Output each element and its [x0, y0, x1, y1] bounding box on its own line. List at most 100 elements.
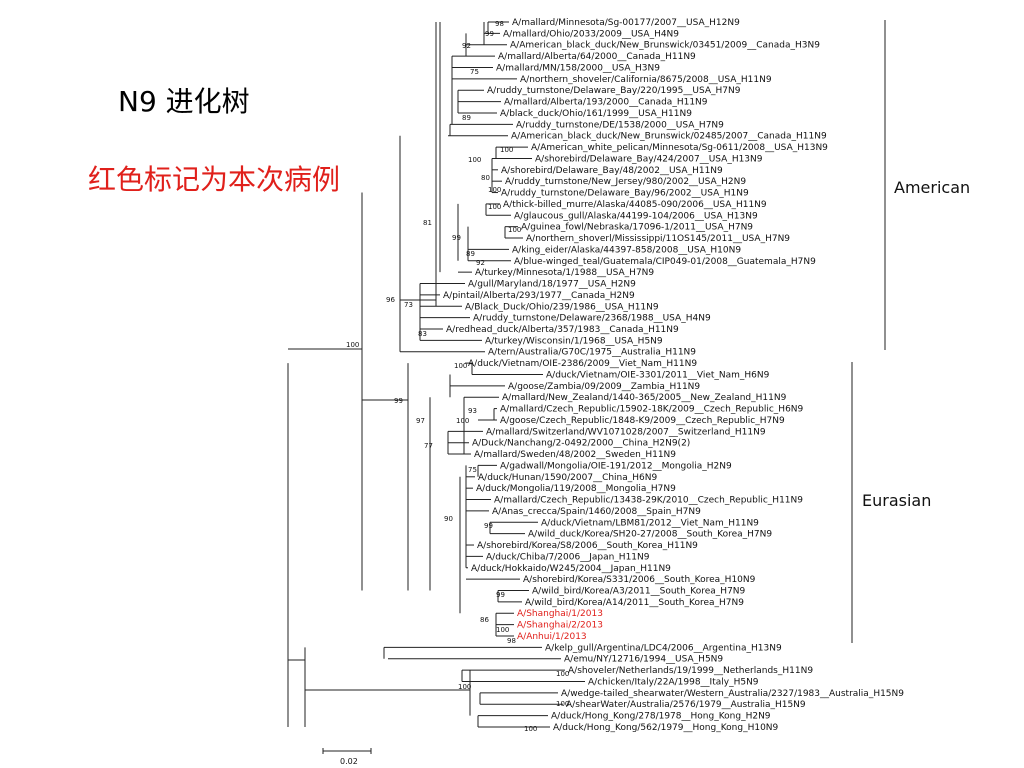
taxon-label: A/mallard/Minnesota/Sg-00177/2007__USA_H…	[512, 18, 740, 28]
bootstrap-value: 97	[416, 417, 425, 425]
taxon-label: A/mallard/Alberta/193/2000__Canada_H11N9	[504, 98, 708, 108]
taxon-label: A/shorebird/Delaware_Bay/48/2002__USA_H1…	[501, 166, 723, 176]
taxon-label: A/mallard/Czech_Republic/13438-29K/2010_…	[494, 496, 803, 506]
taxon-label: A/pintail/Alberta/293/1977__Canada_H2N9	[443, 291, 635, 301]
taxon-label: A/gadwall/Mongolia/OIE-191/2012__Mongoli…	[500, 461, 732, 471]
taxon-label: A/ruddy_turnstone/Delaware_Bay/220/1995_…	[487, 86, 741, 96]
bootstrap-values: 9899927589100100801001001009989928196738…	[346, 20, 569, 733]
taxon-label: A/redhead_duck/Alberta/357/1983__Canada_…	[446, 325, 679, 335]
taxon-label: A/tern/Australia/G70C/1975__Australia_H1…	[488, 348, 696, 358]
taxon-label: A/glaucous_gull/Alaska/44199-104/2006__U…	[514, 211, 758, 221]
highlight-note: 红色标记为本次病例	[88, 163, 341, 196]
taxon-label: A/guinea_fowl/Nebraska/17096-1/2011__USA…	[521, 223, 753, 233]
taxon-label: A/kelp_gull/Argentina/LDC4/2006__Argenti…	[545, 643, 782, 653]
taxon-label: A/goose/Zambia/09/2009__Zambia_H11N9	[508, 382, 700, 392]
bootstrap-value: 100	[556, 700, 569, 708]
taxon-label: A/Shanghai/1/2013	[517, 609, 603, 619]
bootstrap-value: 90	[444, 515, 453, 523]
taxon-label: A/Anas_crecca/Spain/1460/2008__Spain_H7N…	[492, 507, 701, 517]
taxon-label: A/wild_bird/Korea/A14/2011__South_Korea_…	[525, 598, 744, 608]
slide-title: N9 进化树	[118, 85, 250, 118]
tree-branches	[287, 21, 585, 728]
taxon-label: A/mallard/Ohio/2033/2009__USA_H4N9	[503, 29, 679, 39]
bootstrap-value: 81	[423, 219, 432, 227]
taxon-label: A/mallard/Switzerland/WV1071028/2007__Sw…	[486, 427, 766, 437]
taxon-label: A/gull/Maryland/18/1977__USA_H2N9	[468, 280, 636, 290]
taxon-label: A/ruddy_turnstone/DE/1538/2000__USA_H7N9	[516, 120, 724, 130]
bootstrap-value: 86	[480, 616, 489, 624]
bootstrap-value: 99	[496, 591, 505, 599]
taxon-label: A/northern_shoverl/Mississippi/11OS145/2…	[526, 234, 790, 244]
taxon-label: A/thick-billed_murre/Alaska/44085-090/20…	[503, 200, 767, 210]
taxon-label: A/ruddy_turnstone/Delaware_Bay/96/2002__…	[501, 189, 749, 199]
taxon-label: A/Shanghai/2/2013	[517, 621, 603, 631]
taxon-label: A/Black_Duck/Ohio/239/1986__USA_H11N9	[465, 302, 659, 312]
taxon-label: A/duck/Hong_Kong/562/1979__Hong_Kong_H10…	[553, 723, 779, 733]
bootstrap-value: 92	[462, 42, 471, 50]
bootstrap-value: 98	[495, 20, 504, 28]
bootstrap-value: 100	[346, 341, 359, 349]
taxon-label: A/mallard/Sweden/48/2002__Sweden_H11N9	[474, 450, 676, 460]
bootstrap-value: 96	[386, 296, 395, 304]
bootstrap-value: 99	[484, 522, 493, 530]
taxon-label: A/shoveler/Netherlands/19/1999__Netherla…	[568, 666, 813, 676]
taxon-label: A/duck/Chiba/7/2006__Japan_H11N9	[486, 552, 650, 562]
taxon-label: A/duck/Vietnam/OIE-2386/2009__Viet_Nam_H…	[468, 359, 697, 369]
taxon-label: A/duck/Vietnam/LBM81/2012__Viet_Nam_H11N…	[541, 518, 759, 528]
taxon-label: A/ruddy_turnstone/Delaware/2368/1988__US…	[473, 314, 711, 324]
taxon-label: A/American_black_duck/New_Brunswick/0248…	[511, 132, 827, 142]
bootstrap-value: 99	[394, 397, 403, 405]
taxon-label: A/ruddy_turnstone/New_Jersey/980/2002__U…	[505, 177, 746, 187]
bootstrap-value: 100	[496, 626, 509, 634]
bootstrap-value: 98	[507, 637, 516, 645]
bootstrap-value: 100	[454, 362, 467, 370]
clade-label-eurasian: Eurasian	[862, 491, 932, 510]
bootstrap-value: 100	[556, 670, 569, 678]
taxon-label: A/wild_bird/Korea/A3/2011__South_Korea_H…	[532, 587, 746, 597]
taxon-label: A/Anhui/1/2013	[517, 632, 587, 642]
taxon-label: A/mallard/MN/158/2000__USA_H3N9	[496, 63, 660, 73]
taxon-labels: A/mallard/Minnesota/Sg-00177/2007__USA_H…	[443, 18, 904, 733]
taxon-label: A/shorebird/Korea/S8/2006__South_Korea_H…	[477, 541, 698, 551]
taxon-label: A/mallard/Alberta/64/2000__Canada_H11N9	[498, 52, 696, 62]
taxon-label: A/mallard/New_Zealand/1440-365/2005__New…	[502, 393, 787, 403]
taxon-label: A/shorebird/Korea/S331/2006__South_Korea…	[523, 575, 756, 585]
bootstrap-value: 73	[404, 301, 413, 309]
taxon-label: A/chicken/Italy/22A/1998__Italy_H5N9	[588, 677, 759, 687]
bootstrap-value: 100	[500, 146, 513, 154]
bootstrap-value: 83	[418, 330, 427, 338]
bootstrap-value: 100	[468, 156, 481, 164]
bootstrap-value: 100	[488, 203, 501, 211]
bootstrap-value: 99	[452, 234, 461, 242]
taxon-label: A/wedge-tailed_shearwater/Western_Austra…	[561, 689, 904, 699]
clade-label-american: American	[894, 178, 971, 197]
taxon-label: A/turkey/Wisconsin/1/1968__USA_H5N9	[485, 336, 663, 346]
taxon-label: A/duck/Hunan/1590/2007__China_H6N9	[478, 473, 658, 483]
taxon-label: A/American_white_pelican/Minnesota/Sg-06…	[531, 143, 828, 153]
taxon-label: A/emu/NY/12716/1994__USA_H5N9	[564, 655, 723, 665]
taxon-label: A/duck/Hokkaido/W245/2004__Japan_H11N9	[471, 564, 671, 574]
bootstrap-value: 100	[508, 226, 521, 234]
bootstrap-value: 100	[524, 725, 537, 733]
taxon-label: A/turkey/Minnesota/1/1988__USA_H7N9	[475, 268, 654, 278]
taxon-label: A/mallard/Czech_Republic/15902-18K/2009_…	[500, 405, 804, 415]
bootstrap-value: 93	[468, 407, 477, 415]
bootstrap-value: 75	[470, 68, 479, 76]
bootstrap-value: 89	[462, 114, 471, 122]
bootstrap-value: 100	[458, 683, 471, 691]
bootstrap-value: 99	[485, 30, 494, 38]
bootstrap-value: 89	[466, 250, 475, 258]
taxon-label: A/duck/Mongolia/119/2008__Mongolia_H7N9	[476, 484, 676, 494]
taxon-label: A/shearWater/Australia/2576/1979__Austra…	[566, 700, 806, 710]
bootstrap-value: 80	[481, 174, 490, 182]
taxon-label: A/goose/Czech_Republic/1848-K9/2009__Cze…	[500, 416, 785, 426]
taxon-label: A/Duck/Nanchang/2-0492/2000__China_H2N9(…	[472, 439, 690, 449]
taxon-label: A/American_black_duck/New_Brunswick/0345…	[510, 41, 820, 51]
bootstrap-value: 100	[488, 186, 501, 194]
taxon-label: A/shorebird/Delaware_Bay/424/2007__USA_H…	[535, 154, 763, 164]
taxon-label: A/wild_duck/Korea/SH20-27/2008__South_Ko…	[528, 530, 772, 540]
bootstrap-value: 75	[468, 466, 477, 474]
taxon-label: A/northern_shoveler/California/8675/2008…	[520, 75, 772, 85]
scale-bar-label: 0.02	[340, 757, 358, 766]
